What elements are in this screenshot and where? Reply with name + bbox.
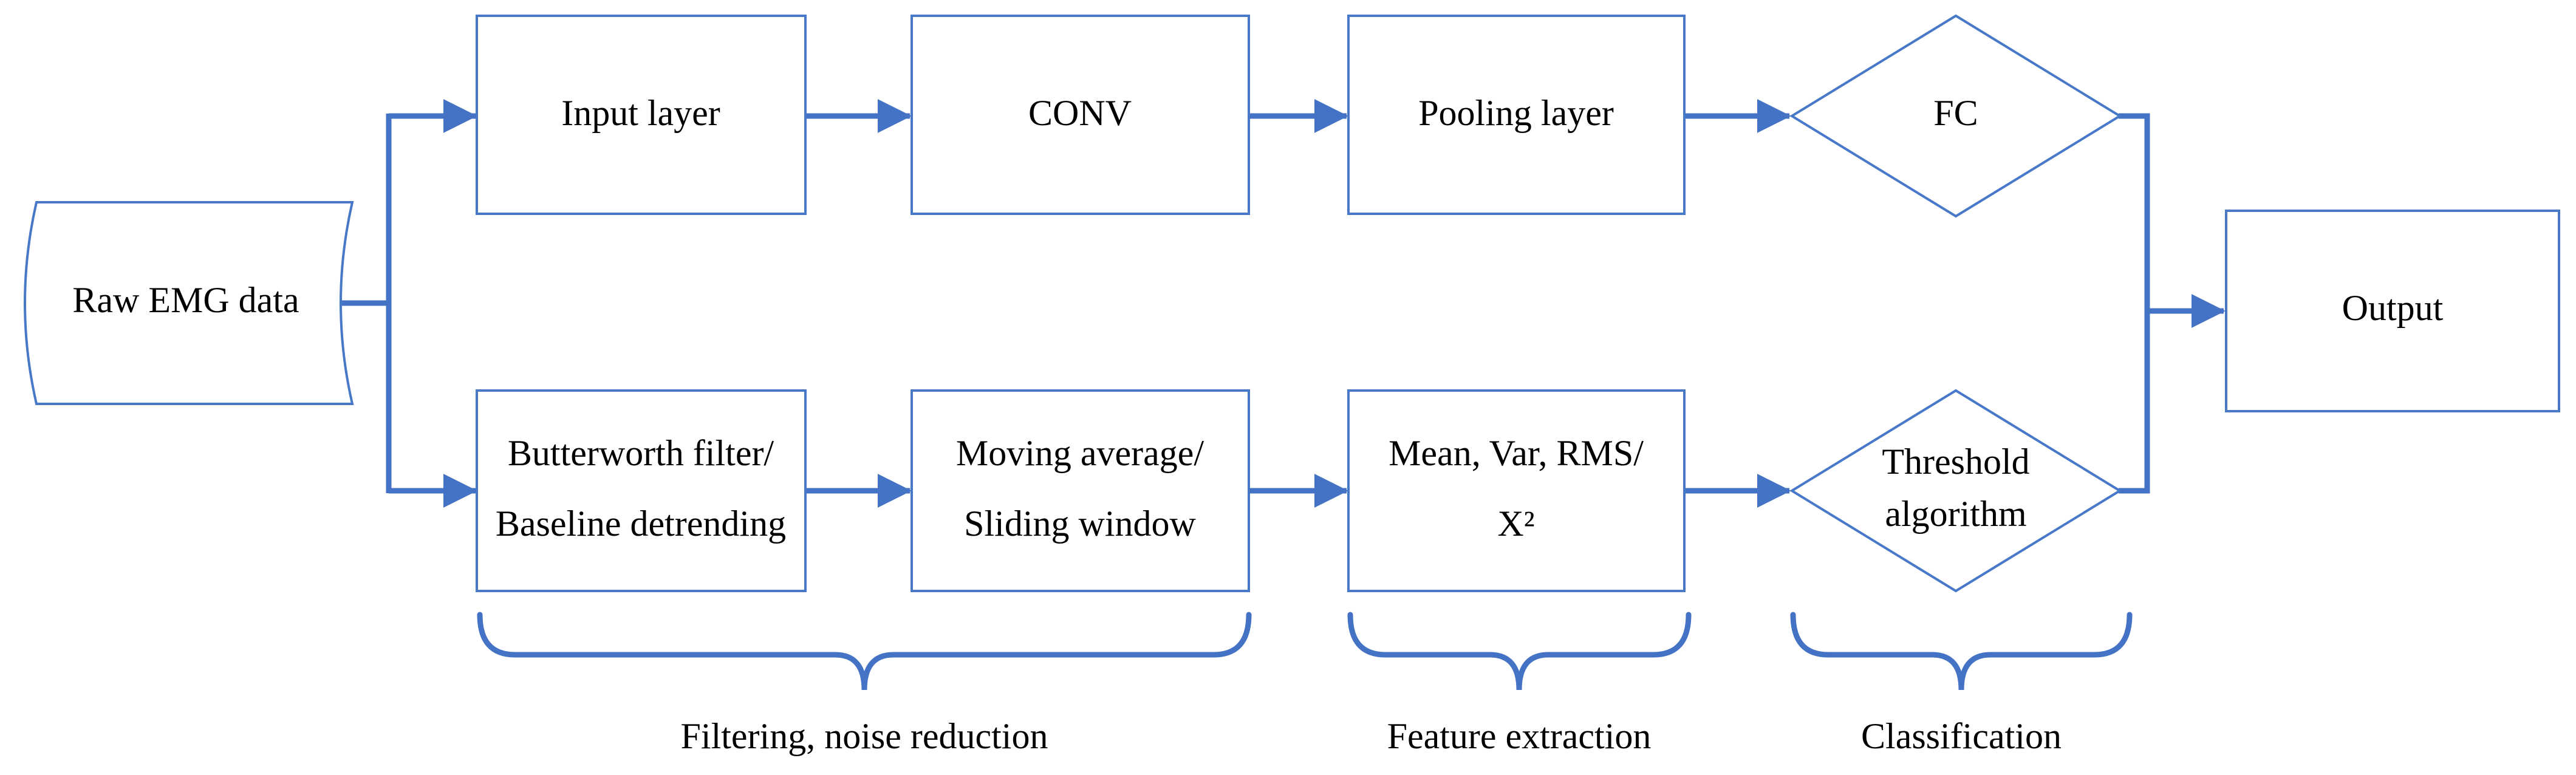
butterworth-label-line1: Butterworth filter/ — [508, 433, 774, 473]
pooling-layer-label: Pooling layer — [1418, 93, 1614, 133]
feature-extraction-group-label: Feature extraction — [1387, 716, 1652, 756]
fc-label: FC — [1933, 93, 1978, 133]
features-box — [1347, 389, 1686, 592]
output-label: Output — [2342, 288, 2444, 328]
conv-label: CONV — [1028, 93, 1132, 133]
moving-average-label-line1: Moving average/ — [956, 433, 1204, 473]
brace-feature-extraction — [1347, 612, 1692, 691]
nodes: Raw EMG data Input layer CONV Pooling la… — [24, 14, 2560, 593]
butterworth-box — [476, 389, 807, 592]
moving-average-label-line2: Sliding window — [964, 504, 1196, 544]
raw-emg-data-label: Raw EMG data — [72, 280, 299, 320]
features-label-line2: X² — [1497, 504, 1534, 544]
threshold-label-line1: Threshold — [1882, 442, 2029, 482]
output-box — [2225, 210, 2560, 412]
conv-box — [910, 15, 1250, 215]
connector-merge-elbow — [2119, 113, 2150, 494]
group-captions: Filtering, noise reduction Feature extra… — [681, 716, 2062, 756]
threshold-label-line2: algorithm — [1885, 494, 2026, 534]
group-braces — [477, 612, 2133, 691]
moving-average-box — [910, 389, 1250, 592]
butterworth-label-line2: Baseline detrending — [496, 504, 786, 544]
brace-classification — [1790, 612, 2133, 691]
input-layer-label: Input layer — [561, 93, 720, 133]
input-layer-box — [476, 15, 807, 215]
threshold-diamond — [1789, 389, 2122, 593]
features-label-line1: Mean, Var, RMS/ — [1389, 433, 1644, 473]
connectors — [329, 99, 2226, 508]
pooling-layer-box — [1347, 15, 1686, 215]
brace-filtering — [477, 612, 1252, 691]
raw-emg-data-shape — [24, 201, 354, 405]
fc-diamond — [1789, 14, 2122, 218]
filtering-group-label: Filtering, noise reduction — [681, 716, 1048, 756]
classification-group-label: Classification — [1861, 716, 2062, 756]
